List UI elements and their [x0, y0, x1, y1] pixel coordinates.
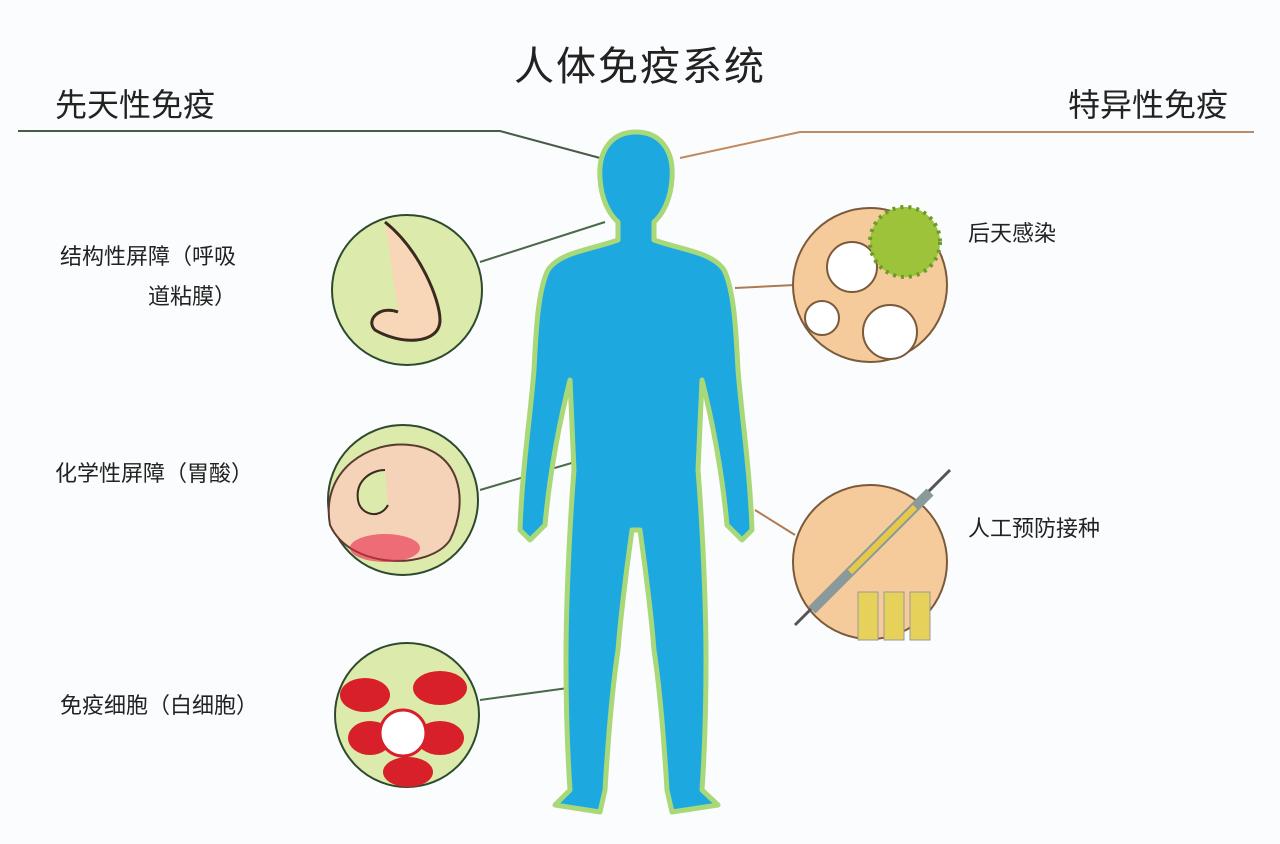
- label-vaccination: 人工预防接种: [968, 517, 1101, 542]
- vaccine-circle-icon: [792, 468, 952, 641]
- page-title: 人体免疫系统: [514, 44, 766, 90]
- nose-circle-icon: [331, 214, 483, 366]
- innate-immunity-heading: 先天性免疫: [55, 86, 216, 124]
- adaptive-divider-line: [679, 131, 1254, 159]
- label-line: 结构性屏障（呼吸: [60, 245, 237, 270]
- adaptive-immunity-heading: 特异性免疫: [1067, 86, 1228, 124]
- label-acquired-infection: 后天感染: [968, 222, 1057, 247]
- virus-circle-icon: [792, 205, 948, 363]
- label-immune-cells: 免疫细胞（白细胞）: [60, 694, 259, 719]
- stomach-circle-icon: [327, 424, 479, 576]
- innate-divider-line: [18, 130, 601, 159]
- label-chemical-barrier: 化学性屏障（胃酸）: [55, 462, 254, 487]
- label-structural-barrier: 结构性屏障（呼吸 道粘膜）: [60, 238, 236, 318]
- label-line: 道粘膜）: [148, 285, 237, 310]
- human-body-silhouette: [517, 129, 755, 815]
- white-blood-cell-circle-icon: [334, 642, 480, 788]
